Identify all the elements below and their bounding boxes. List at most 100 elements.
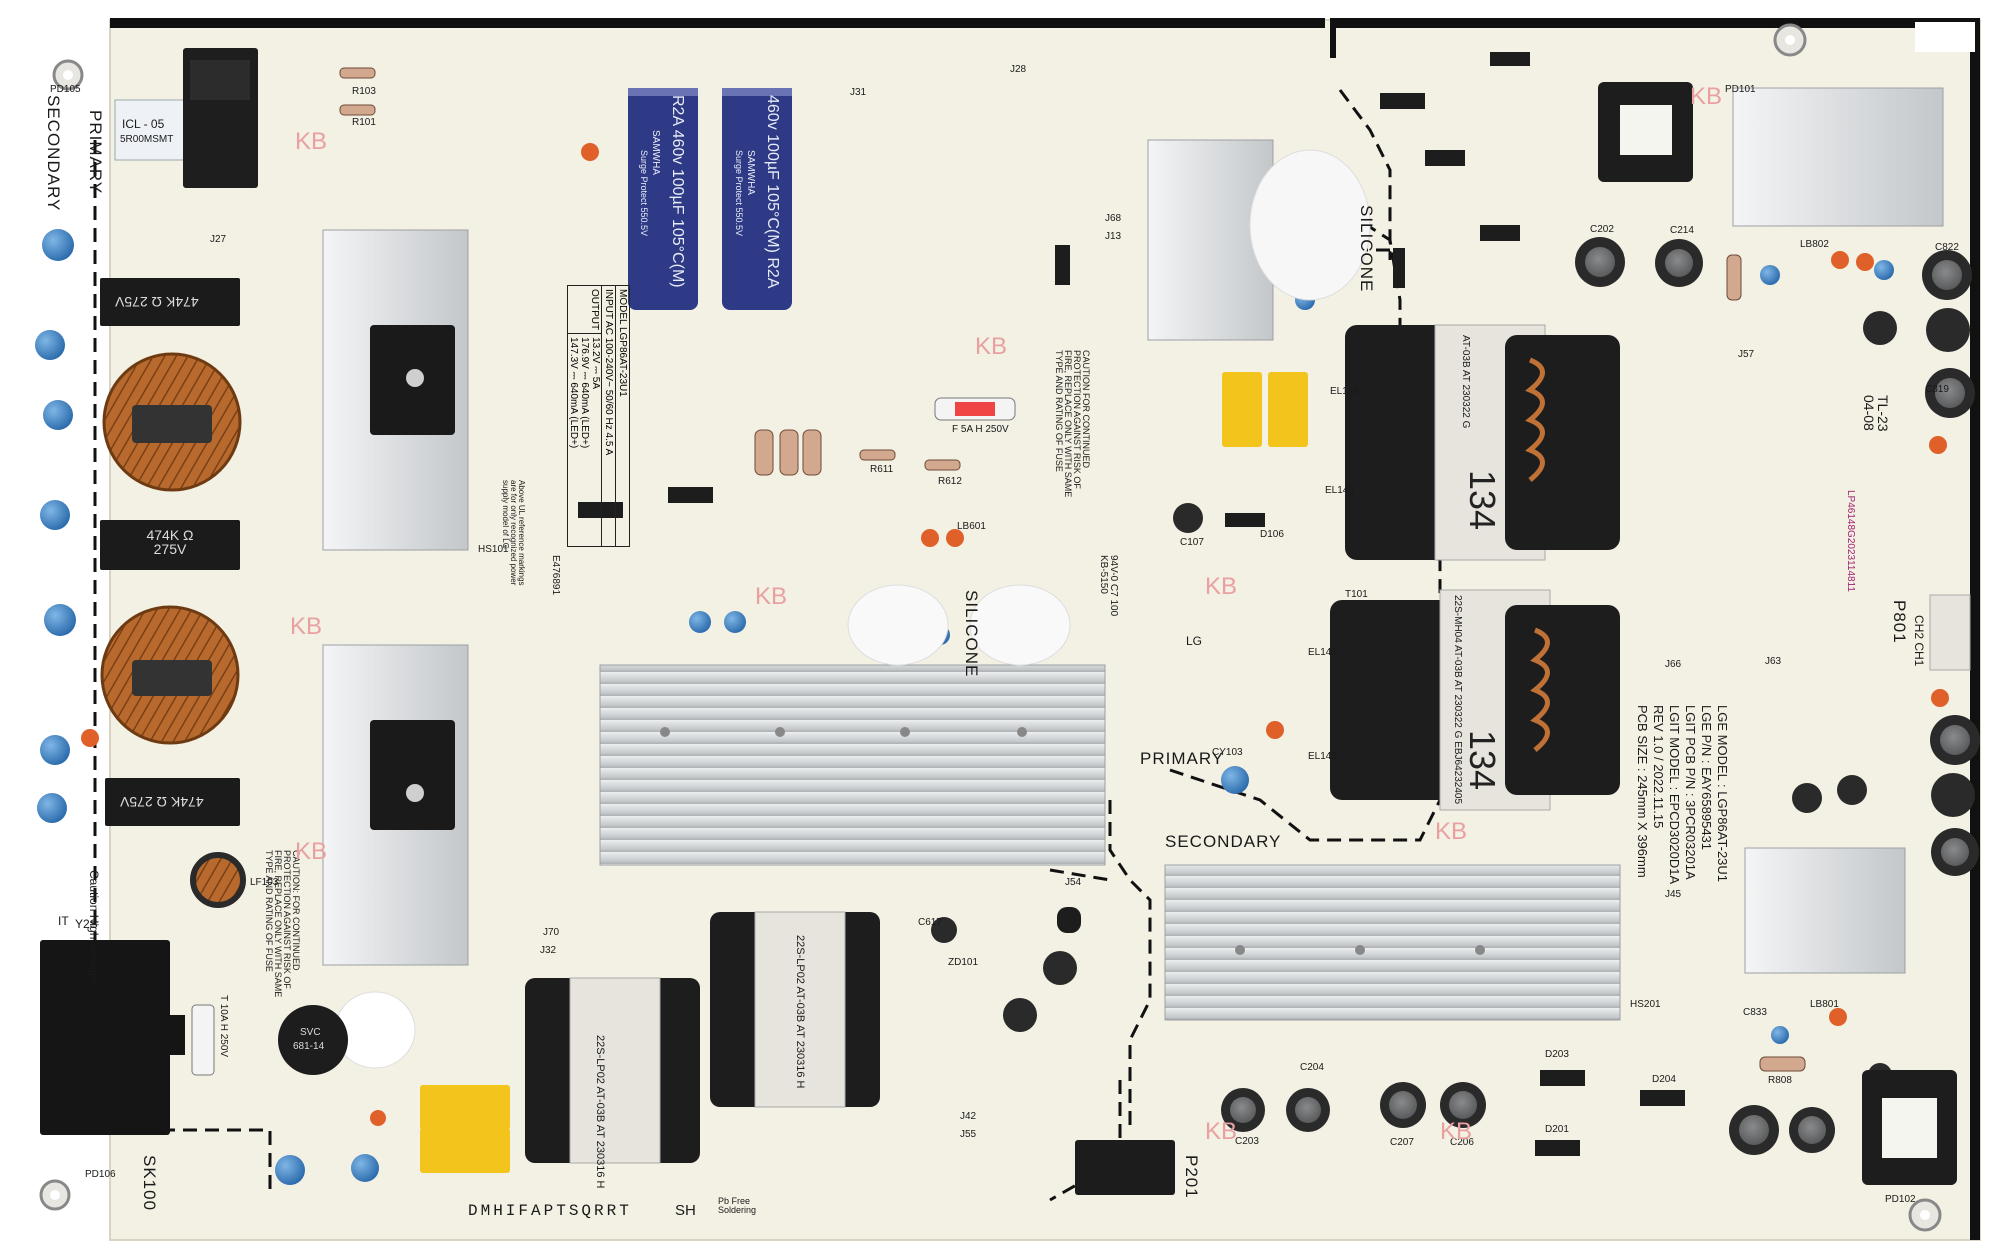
bulk-cap-2-label: 460v 100µF 105°C(M) R2A bbox=[764, 95, 781, 289]
ref-d201: D201 bbox=[1545, 1124, 1569, 1135]
standby-transformer-1 bbox=[525, 977, 700, 1164]
silicone-label-2: SILICONE bbox=[962, 590, 981, 678]
ref-c833: C833 bbox=[1743, 1007, 1767, 1018]
relay bbox=[183, 48, 258, 188]
right-heatsink-top bbox=[1732, 87, 1944, 227]
ref-c207: C207 bbox=[1390, 1137, 1414, 1148]
caution-text-2: CAUTION: FOR CONTINUED PROTECTION AGAINS… bbox=[264, 850, 301, 998]
lg-mark: LG bbox=[1186, 634, 1203, 648]
ref-c202: C202 bbox=[1590, 224, 1614, 235]
varistor-line-1: SVC bbox=[300, 1027, 321, 1038]
ref-j66: J66 bbox=[1665, 659, 1682, 670]
ref-el148: EL148 bbox=[1325, 485, 1354, 496]
ref-pd106: PD106 bbox=[85, 1169, 116, 1180]
ref-c822: C822 bbox=[1935, 242, 1959, 253]
output-label: OUTPUT bbox=[568, 286, 601, 335]
silicone-blobs bbox=[334, 149, 1371, 1069]
ul-number: E476891 bbox=[550, 555, 561, 596]
lot-code: LP46148G2023114811 bbox=[1845, 490, 1856, 592]
ref-j28: J28 bbox=[1010, 64, 1027, 75]
inductor-top-right bbox=[1598, 82, 1693, 182]
inductor-bottom-right bbox=[1862, 1070, 1957, 1185]
ref-j45: J45 bbox=[1665, 889, 1682, 900]
ref-j70: J70 bbox=[543, 927, 560, 938]
standby-transformer-1-text: 22S-LP02 AT-03B AT 230316 H bbox=[594, 1035, 606, 1189]
watermark-6: KB bbox=[295, 838, 328, 865]
ul-note: Above UL reference markings are for only… bbox=[501, 480, 526, 586]
ac-input-connector bbox=[40, 940, 185, 1135]
ref-pd105: PD105 bbox=[50, 84, 81, 95]
ref-zd101: ZD101 bbox=[948, 957, 979, 968]
side-codes: DMHIFAPTSQRRT bbox=[468, 1202, 632, 1220]
model-info-line-6: PCB SIZE : 245mm X 396mm bbox=[1635, 705, 1650, 878]
ref-j27: J27 bbox=[210, 234, 227, 245]
it-label: IT bbox=[58, 914, 69, 928]
caution-text-1: CAUTION FOR CONTINUED PROTECTION AGAINST… bbox=[1054, 350, 1091, 498]
ref-d203: D203 bbox=[1545, 1049, 1569, 1060]
x-cap-2-label: 474K Ω 275V bbox=[146, 527, 194, 557]
p801-connector bbox=[1929, 594, 1971, 671]
sh-label: SH bbox=[675, 1202, 696, 1219]
primary-label-mid: PRIMARY bbox=[1140, 749, 1225, 768]
watermark-4: KB bbox=[755, 583, 788, 610]
model-table: MODEL LGP86AT-23U1 INPUT AC 100-240V~ 50… bbox=[567, 285, 630, 547]
varistor-line-2: 681-14 bbox=[293, 1041, 325, 1052]
ref-j31: J31 bbox=[850, 87, 867, 98]
x-capacitors bbox=[100, 278, 240, 826]
mounting-hole-bottom-left bbox=[39, 1179, 71, 1211]
ref-el142: EL142 bbox=[1308, 751, 1337, 762]
output-line-1: 13.2V ⎓ 5A bbox=[590, 337, 601, 390]
output-line-2: 176.9V ⎓ 640mA (LED+) bbox=[579, 337, 590, 449]
p801-label: P801 bbox=[1890, 600, 1909, 644]
main-transformer-1-text: AT-03B AT 230322 G bbox=[1460, 335, 1471, 429]
bulk-capacitor-1 bbox=[628, 88, 698, 310]
watermark-9: KB bbox=[1690, 83, 1723, 110]
ntc-line-1: ICL - 05 bbox=[122, 117, 165, 131]
bulk-capacitor-2 bbox=[722, 88, 792, 310]
resistors bbox=[339, 67, 1806, 1072]
ref-j55: J55 bbox=[960, 1129, 977, 1140]
ref-c206: C206 bbox=[1450, 1137, 1474, 1148]
ref-el144: EL144 bbox=[1330, 386, 1359, 397]
ref-j13: J13 bbox=[1105, 231, 1122, 242]
model-info-line-4: LGIT MODEL : EPCD3020D1A bbox=[1667, 705, 1682, 885]
ref-j32: J32 bbox=[540, 945, 557, 956]
bulk-cap-1-spec: Surge Protect 550.5V bbox=[639, 150, 649, 237]
secondary-heatsink bbox=[1164, 864, 1621, 1021]
flam-rating: 94V-0 C7 100 KB-5150 bbox=[1098, 555, 1119, 617]
pfc-heatsink bbox=[599, 664, 1106, 866]
orange-beads bbox=[81, 143, 1949, 1126]
mounting-hole-bottom-right bbox=[1908, 1198, 1942, 1232]
ref-d204: D204 bbox=[1652, 1074, 1676, 1085]
ref-cy103: CY103 bbox=[1212, 747, 1243, 758]
y-capacitors-left bbox=[35, 195, 1894, 1185]
bridge-heatsink-2 bbox=[322, 644, 469, 966]
ref-r808: R808 bbox=[1768, 1075, 1792, 1086]
ref-j42: J42 bbox=[960, 1111, 977, 1122]
main-transformer-2-number: 134 bbox=[1462, 730, 1503, 791]
silicone-label-1: SILICONE bbox=[1357, 205, 1376, 293]
model-info-line-3: LGIT PCB P/N : 3PCR03201A bbox=[1683, 705, 1698, 880]
ref-r101: R101 bbox=[352, 117, 376, 128]
ch-label: CH2 CH1 bbox=[1912, 615, 1926, 667]
ref-lb601: LB601 bbox=[957, 521, 986, 532]
diodes bbox=[578, 52, 1685, 1156]
isolation-boundary-lines bbox=[93, 89, 1442, 1202]
ref-el141: EL141 bbox=[1308, 647, 1337, 658]
mounting-hole-top-right bbox=[1773, 23, 1807, 57]
main-transformer-1-number: 134 bbox=[1462, 470, 1503, 531]
right-heatsink-bottom bbox=[1744, 847, 1906, 974]
secondary-label-left: SECONDARY bbox=[44, 95, 63, 212]
watermark-8: KB bbox=[1205, 1118, 1238, 1145]
watermark-10: KB bbox=[1440, 1118, 1473, 1145]
date-code: TL-23 04-08 bbox=[1861, 395, 1891, 432]
ref-c204: C204 bbox=[1300, 1062, 1324, 1073]
common-mode-choke-1 bbox=[102, 352, 242, 492]
bridge-heatsink-1 bbox=[322, 229, 469, 551]
ref-c214: C214 bbox=[1670, 225, 1694, 236]
y2s-label: Y2S bbox=[75, 917, 98, 931]
main-transformer-2 bbox=[1330, 589, 1620, 811]
small-transistors bbox=[1057, 907, 1081, 933]
bulk-cap-2-spec: Surge Protect 550.5V bbox=[734, 150, 744, 237]
